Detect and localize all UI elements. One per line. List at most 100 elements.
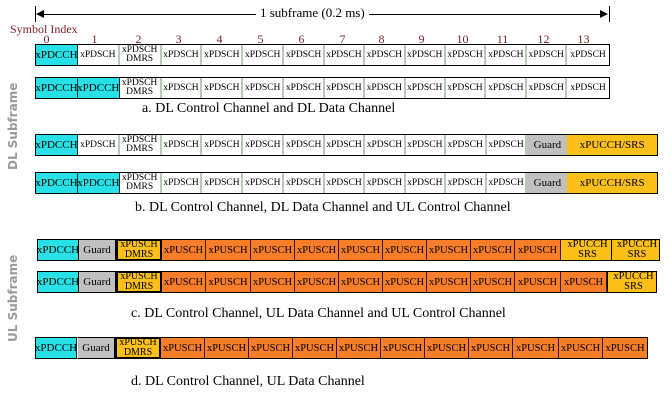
cell-xpusch: xPUSCH <box>603 337 648 359</box>
frame-row-a2: xPDCCH xPDCCH xPDSCH DMRS xPDSCH xPDSCH … <box>35 77 610 99</box>
frame-row-a1: xPDCCH xPDSCH xPDSCH DMRS xPDSCH xPDSCH … <box>35 44 610 66</box>
caption-b: b. DL Control Channel, DL Data Channel a… <box>135 200 511 215</box>
cell-xpucch-srs: xPUCCH SRS <box>607 271 657 293</box>
cell-xpdsch: xPDSCH <box>202 173 244 193</box>
symbol-index-6: 6 <box>298 32 305 46</box>
frame-row-c1: xPDCCH Guard xPUSCH DMRS xPUSCH xPUSCH x… <box>37 239 664 261</box>
symbol-index-13: 13 <box>577 32 590 46</box>
cell-xpusch: xPUSCH <box>161 337 205 359</box>
cell-xpdsch: xPDSCH <box>445 135 487 155</box>
cell-xpdsch: xPDSCH <box>364 78 406 98</box>
cell-xpusch-dmrs: xPUSCH DMRS <box>116 271 162 293</box>
cell-xpucch-srs: xPUCCH/SRS <box>567 173 658 193</box>
cell-xpdsch: xPDSCH <box>325 135 365 155</box>
symbol-index-title: Symbol Index <box>10 22 78 36</box>
cell-xpdsch: xPDSCH <box>364 135 406 155</box>
cell-xpusch: xPUSCH <box>383 239 427 261</box>
cell-xpusch: xPUSCH <box>162 239 206 261</box>
cell-xpdcch: xPDCCH <box>77 78 120 98</box>
cell-xpdsch: xPDSCH <box>161 45 203 65</box>
cell-xpdsch: xPDSCH <box>364 45 406 65</box>
symbol-index-5: 5 <box>257 32 264 46</box>
cell-xpusch: xPUSCH <box>295 239 339 261</box>
cell-xpusch: xPUSCH <box>559 337 603 359</box>
caption-c: c. DL Control Channel, UL Data Channel a… <box>131 306 506 321</box>
cell-xpusch-dmrs: xPUSCH DMRS <box>116 239 162 261</box>
cell-xpusch: xPUSCH <box>339 239 383 261</box>
cell-xpdsch: xPDSCH <box>284 173 326 193</box>
cell-xpdsch-dmrs: xPDSCH DMRS <box>119 45 162 65</box>
cell-xpusch: xPUSCH <box>471 239 515 261</box>
cell-xpdsch-dmrs: xPDSCH DMRS <box>119 135 162 155</box>
arrow-right-icon <box>600 10 608 18</box>
cell-xpusch: xPUSCH <box>251 239 295 261</box>
cell-xpdsch: xPDSCH <box>243 135 285 155</box>
cell-xpdsch: xPDSCH <box>202 135 244 155</box>
cell-xpusch: xPUSCH <box>206 271 251 293</box>
span-label: 1 subframe (0.2 ms) <box>256 5 369 21</box>
symbol-index-2: 2 <box>135 32 142 46</box>
cell-xpdsch: xPDSCH <box>486 135 528 155</box>
symbol-index-11: 11 <box>496 32 509 46</box>
cell-xpdsch: xPDSCH <box>284 45 325 65</box>
cell-xpucch-srs: xPUCCH/SRS <box>567 135 658 155</box>
cell-xpusch-dmrs: xPUSCH DMRS <box>115 337 161 359</box>
cell-xpusch: xPUSCH <box>337 337 381 359</box>
cell-xpdcch: xPDCCH <box>36 135 78 155</box>
cell-xpdsch: xPDSCH <box>486 173 528 193</box>
cell-xpdsch: xPDSCH <box>325 173 365 193</box>
cell-xpusch: xPUSCH <box>205 337 249 359</box>
cell-xpdsch: xPDSCH <box>325 45 365 65</box>
symbol-index-1: 1 <box>91 32 98 46</box>
cell-xpdsch: xPDSCH <box>243 78 285 98</box>
symbol-index-12: 12 <box>537 32 550 46</box>
caption-d: d. DL Control Channel, UL Data Channel <box>131 374 365 389</box>
span-end-tick <box>609 6 610 22</box>
cell-xpusch: xPUSCH <box>471 271 515 293</box>
cell-xpusch: xPUSCH <box>206 239 251 261</box>
cell-xpdsch: xPDSCH <box>202 45 244 65</box>
cell-xpdcch: xPDCCH <box>36 78 78 98</box>
cell-xpusch: xPUSCH <box>515 239 561 261</box>
cell-xpdcch: xPDCCH <box>37 271 79 293</box>
ul-subframe-label: UL Subframe <box>6 254 20 342</box>
cell-xpdsch: xPDSCH <box>161 173 203 193</box>
cell-guard: Guard <box>527 173 568 193</box>
cell-xpdsch-dmrs: xPDSCH DMRS <box>119 173 162 193</box>
cell-guard: Guard <box>79 239 116 261</box>
cell-xpdsch: xPDSCH <box>527 45 568 65</box>
cell-xpdsch: xPDSCH <box>364 173 406 193</box>
cell-xpdsch: xPDSCH <box>405 45 446 65</box>
cell-xpusch: xPUSCH <box>293 337 337 359</box>
cell-xpdcch: xPDCCH <box>36 45 78 65</box>
symbol-index-8: 8 <box>378 32 385 46</box>
cell-guard: Guard <box>77 337 115 359</box>
cell-xpdsch: xPDSCH <box>243 173 285 193</box>
cell-xpusch: xPUSCH <box>561 271 607 293</box>
cell-xpusch: xPUSCH <box>427 239 471 261</box>
cell-guard: Guard <box>79 271 116 293</box>
cell-xpusch: xPUSCH <box>162 271 206 293</box>
cell-xpdsch: xPDSCH <box>161 135 203 155</box>
cell-xpusch: xPUSCH <box>381 337 425 359</box>
cell-xpdcch: xPDCCH <box>35 337 77 359</box>
cell-xpdcch: xPDCCH <box>37 239 79 261</box>
cell-xpdsch: xPDSCH <box>527 78 568 98</box>
cell-xpdsch: xPDSCH <box>445 78 487 98</box>
cell-xpdsch: xPDSCH <box>567 78 609 98</box>
symbol-index-0: 0 <box>43 32 50 46</box>
cell-xpucch-srs: xPUCCH SRS <box>561 239 612 261</box>
cell-xpusch: xPUSCH <box>251 271 295 293</box>
cell-xpdcch: xPDCCH <box>77 173 120 193</box>
cell-xpdsch: xPDSCH <box>486 45 528 65</box>
cell-xpdcch: xPDCCH <box>36 173 78 193</box>
frame-row-b2: xPDCCH xPDCCH xPDSCH DMRS xPDSCH xPDSCH … <box>35 172 658 194</box>
cell-xpusch: xPUSCH <box>339 271 383 293</box>
cell-guard: Guard <box>527 135 568 155</box>
symbol-index-3: 3 <box>175 32 182 46</box>
cell-xpucch-srs: xPUCCH SRS <box>612 239 660 261</box>
cell-xpdsch: xPDSCH <box>567 45 609 65</box>
cell-xpusch: xPUSCH <box>469 337 513 359</box>
cell-xpusch: xPUSCH <box>427 271 471 293</box>
symbol-index-4: 4 <box>216 32 223 46</box>
